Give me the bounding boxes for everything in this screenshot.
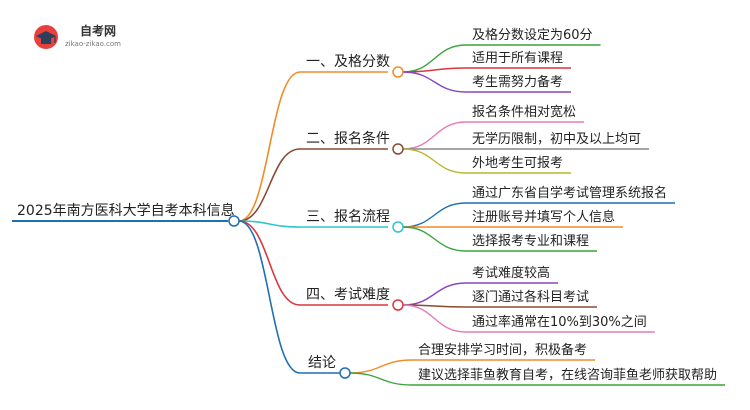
root-to-branch-link: [238, 220, 301, 228]
branch-to-leaf-link: [349, 372, 413, 386]
branch-to-leaf-link: [402, 202, 467, 228]
branch-label: 二、报名条件: [306, 130, 390, 147]
leaf-label: 外地考生可报考: [472, 156, 563, 171]
branch-label: 一、及格分数: [306, 54, 390, 70]
logo-subtitle: zikao-zikao.com: [65, 40, 121, 48]
leaf-label: 注册账号并填写个人信息: [472, 209, 615, 225]
branch-to-leaf-link: [402, 67, 467, 73]
branch-node: [392, 143, 404, 155]
logo-title: 自考网: [80, 23, 116, 38]
branch-to-leaf-link: [402, 282, 467, 306]
branch-label: 四、考试难度: [306, 287, 390, 303]
branch-to-leaf-link: [402, 121, 467, 150]
leaf-label: 建议选择菲鱼教育自考，在线咨询菲鱼老师获取帮助: [418, 367, 717, 383]
branch-node: [392, 221, 404, 233]
site-logo: 自考网 zikao-zikao.com: [34, 23, 121, 49]
branch-label: 结论: [308, 355, 336, 371]
root-to-branch-link: [238, 220, 301, 374]
graduation-cap-icon: [36, 31, 56, 44]
branch-to-leaf-link: [402, 148, 467, 174]
leaf-label: 适用于所有课程: [472, 51, 563, 66]
branch-label: 三、报名流程: [306, 209, 390, 225]
branch-node: [392, 299, 404, 311]
branch-node: [392, 66, 404, 78]
branch-to-leaf-link: [402, 304, 467, 333]
root-to-branch-link: [238, 220, 301, 306]
branch-node: [339, 367, 351, 379]
leaf-label: 逐门通过各科目考试: [472, 289, 589, 305]
leaf-label: 及格分数设定为60分: [472, 27, 593, 43]
root-node: [228, 215, 240, 227]
leaf-label: 合理安排学习时间，积极备考: [418, 342, 587, 358]
root-to-branch-link: [238, 148, 301, 222]
leaf-label: 考试难度较高: [472, 265, 550, 281]
branch-to-leaf-link: [402, 226, 467, 252]
leaf-label: 无学历限制，初中及以上均可: [472, 131, 641, 147]
root-label: 2025年南方医科大学自考本科信息: [17, 202, 235, 219]
branch-to-leaf-link: [349, 359, 413, 374]
leaf-label: 考生需努力备考: [472, 74, 563, 90]
leaf-label: 选择报考专业和课程: [472, 234, 589, 249]
leaf-label: 通过广东省自学考试管理系统报名: [472, 185, 667, 201]
branch-to-leaf-link: [402, 71, 467, 93]
leaf-label: 通过率通常在10%到30%之间: [472, 314, 647, 330]
root-to-branch-link: [238, 71, 301, 222]
leaf-label: 报名条件相对宽松: [472, 104, 576, 120]
